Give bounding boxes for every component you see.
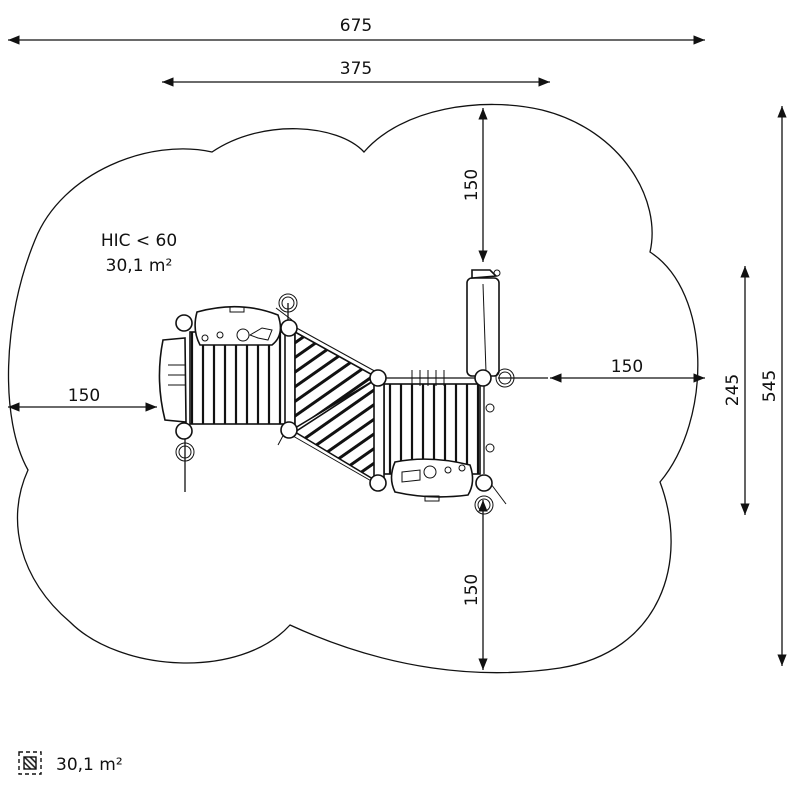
legend-area: 30,1 m² [56, 755, 123, 775]
dim-left-clearance: 150 [68, 386, 100, 406]
dim-bottom-clearance: 150 [462, 574, 482, 606]
dim-top-clearance: 150 [462, 169, 482, 201]
dimension-lines [8, 35, 787, 670]
dim-total-width: 675 [340, 16, 372, 36]
safety-area-outline [7, 103, 699, 674]
dim-total-depth: 545 [760, 370, 780, 402]
hic-label: HIC < 60 [101, 231, 177, 251]
dim-right-clearance: 150 [611, 357, 643, 377]
dim-structure-depth: 245 [723, 374, 743, 406]
area-label: 30,1 m² [106, 256, 173, 276]
dim-structure-width: 375 [340, 59, 372, 79]
legend-hatched-area-icon [18, 751, 42, 775]
play-structure [158, 269, 548, 515]
